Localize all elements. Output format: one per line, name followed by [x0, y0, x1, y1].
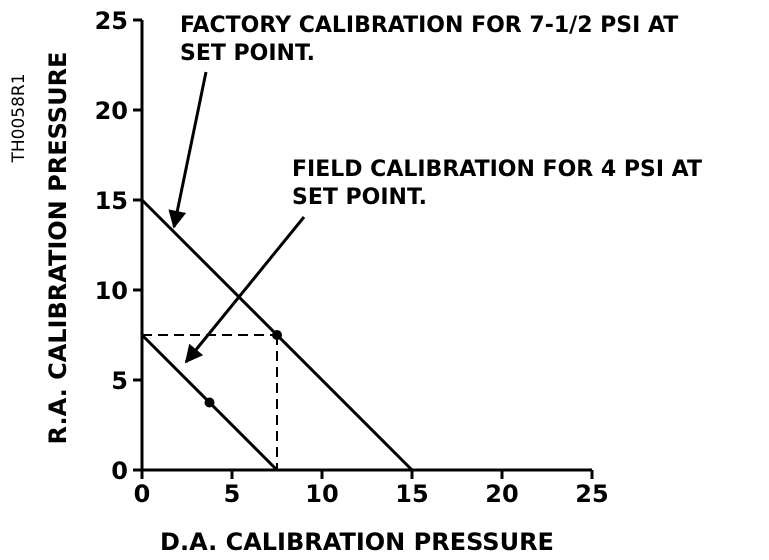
x-tick-label-5: 25 [575, 480, 608, 508]
figure-code: TH0058R1 [9, 73, 29, 163]
ticks: 0 5 10 15 20 25 0 5 10 15 20 25 [95, 7, 609, 508]
data-point-0 [272, 330, 282, 340]
y-tick-label-5: 25 [95, 7, 128, 35]
y-tick-label-2: 10 [95, 277, 128, 305]
x-axis-title: D.A. CALIBRATION PRESSURE [160, 528, 554, 556]
x-tick-label-3: 15 [395, 480, 428, 508]
y-tick-label-0: 0 [111, 457, 128, 485]
data-points [204, 330, 282, 408]
y-tick-label-1: 5 [111, 367, 128, 395]
field-annotation-arrow [184, 216, 306, 364]
field-annotation-line-1: FIELD CALIBRATION FOR 4 PSI AT [292, 157, 702, 182]
factory-annotation-line-2: SET POINT. [180, 41, 315, 66]
axes [140, 20, 592, 472]
x-tick-label-1: 5 [224, 480, 241, 508]
x-tick-label-4: 20 [485, 480, 518, 508]
y-tick-label-4: 20 [95, 97, 128, 125]
y-tick-label-3: 15 [95, 187, 128, 215]
annotations: FACTORY CALIBRATION FOR 7-1/2 PSI AT SET… [168, 13, 702, 364]
factory-annotation-arrow [168, 71, 208, 229]
data-point-1 [204, 397, 215, 408]
x-tick-label-2: 10 [305, 480, 338, 508]
field-annotation-line-2: SET POINT. [292, 185, 427, 210]
y-axis-title: R.A. CALIBRATION PRESSURE [44, 52, 72, 445]
x-tick-label-0: 0 [134, 480, 151, 508]
factory-annotation-line-1: FACTORY CALIBRATION FOR 7-1/2 PSI AT [180, 13, 678, 38]
